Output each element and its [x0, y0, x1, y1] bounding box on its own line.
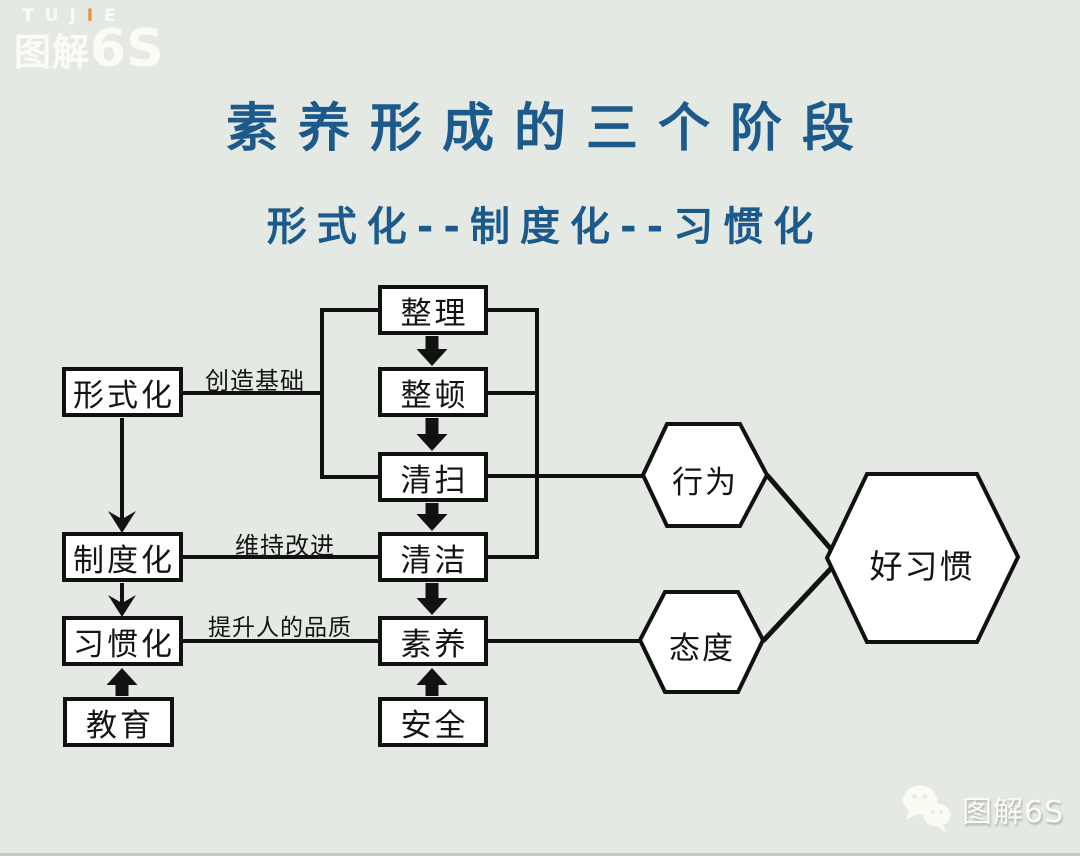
box-safety: 安全	[378, 697, 488, 747]
hexagon-label-attitude: 态度	[669, 631, 735, 667]
box-formalization: 形式化	[62, 367, 183, 417]
box-habitualization: 习惯化	[62, 616, 183, 666]
edge-label-improve-quality: 提升人的品质	[208, 615, 352, 641]
box-seiri: 整理	[378, 285, 488, 335]
thick-arrow-shine-to-standardize	[416, 503, 448, 531]
box-seiso: 清扫	[378, 452, 488, 502]
brand-letters: TUJ	[22, 6, 87, 26]
brand-logo-6s: 6S	[90, 19, 164, 79]
hexagon-label-good-habit: 好习惯	[869, 547, 975, 586]
right-bracket-line	[487, 308, 539, 559]
thick-arrow-sort-to-set	[416, 336, 448, 366]
wechat-icon	[903, 785, 951, 832]
thin-arrowhead-1	[108, 511, 136, 533]
bottom-edge-strip	[0, 853, 1080, 856]
brand-letters: E	[104, 6, 127, 26]
wechat-watermark: 图解6S	[898, 782, 1064, 836]
thick-arrow-safety-to-sustain	[416, 668, 448, 696]
thick-arrow-education-to-habit	[106, 668, 138, 696]
box-seiton: 整顿	[378, 367, 488, 417]
thin-arrowhead-2	[108, 595, 136, 617]
hexagon-behavior	[640, 422, 770, 528]
hexagon-good-habit	[824, 472, 1021, 644]
thick-arrow-set-to-shine	[416, 418, 448, 451]
box-shitsuke: 素养	[378, 616, 488, 666]
watermark-label: 图解6S	[962, 795, 1065, 830]
brand-logo-wordmark: TUJIE	[22, 8, 164, 25]
page-title: 素养形成的三个阶段	[225, 99, 874, 159]
left-bracket-line	[182, 308, 378, 479]
hexagon-attitude	[637, 590, 766, 694]
box-education: 教育	[63, 697, 174, 747]
brand-letter-accent: I	[86, 6, 105, 26]
edge-label-maintain-improve: 维持改进	[235, 532, 335, 560]
box-institutionalization: 制度化	[62, 532, 183, 582]
box-seiketsu: 清洁	[378, 532, 488, 582]
page-subtitle: 形式化--制度化--习惯化	[266, 204, 824, 250]
edge-label-create-foundation: 创造基础	[205, 367, 305, 395]
thick-arrow-standardize-to-sustain	[416, 583, 448, 615]
hexagon-label-behavior: 行为	[672, 465, 738, 501]
brand-logo: TUJIE 图解 6S	[14, 8, 164, 79]
brand-logo-cn: 图解	[14, 31, 90, 75]
